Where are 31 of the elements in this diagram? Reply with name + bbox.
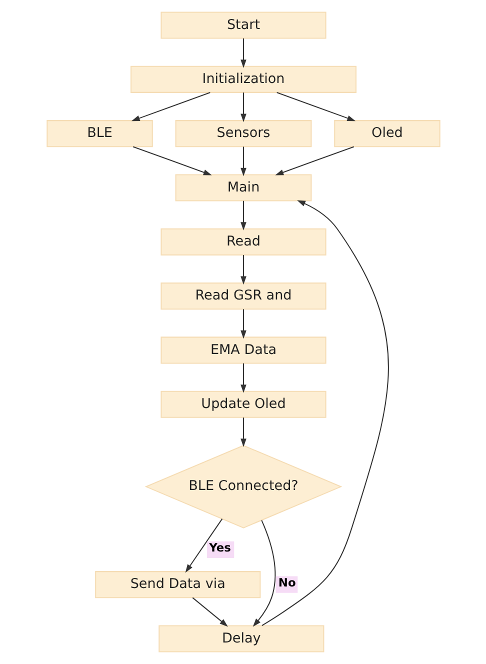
arrow <box>252 520 276 627</box>
arrow <box>130 92 210 122</box>
edge-label: Yes <box>208 540 230 555</box>
node-box: EMA Data <box>160 336 326 364</box>
arrow <box>274 146 354 176</box>
node-box: Delay <box>158 625 324 652</box>
node-box: BLE <box>46 120 152 148</box>
arrow <box>276 92 356 122</box>
arrow <box>132 146 212 176</box>
node-box: Main <box>174 174 312 202</box>
node-box: Read <box>160 228 326 256</box>
arrow <box>184 518 222 573</box>
node-diamond: BLE Connected? <box>144 444 342 528</box>
arrow <box>240 38 246 68</box>
node-box: Oled <box>334 120 440 148</box>
arrow <box>192 597 228 627</box>
node-box: Start <box>160 12 326 39</box>
arrow <box>240 200 246 230</box>
node-box: Update Oled <box>160 390 326 418</box>
node-box: Read GSR and <box>160 282 326 310</box>
arrow <box>240 309 246 339</box>
arrow <box>240 418 246 448</box>
arrow <box>240 255 246 285</box>
edge-label: No <box>278 575 296 590</box>
arrow <box>240 363 246 393</box>
arrow <box>240 92 246 122</box>
node-box: Initialization <box>130 66 356 93</box>
node-box: Send Data via <box>94 571 260 598</box>
node-box: Sensors <box>174 120 312 148</box>
arrow <box>240 146 246 176</box>
arrow <box>261 200 388 626</box>
